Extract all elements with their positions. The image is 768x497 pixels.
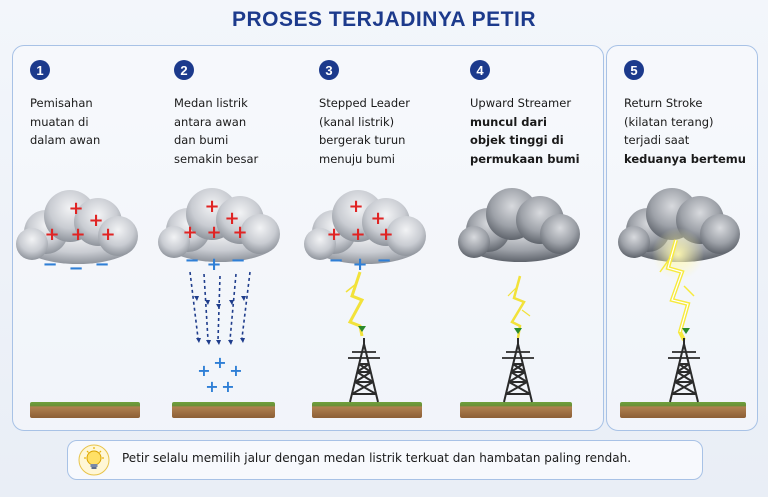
desc-line: Medan listrik	[174, 96, 248, 110]
svg-text:+: +	[352, 254, 367, 275]
svg-text:+: +	[326, 224, 341, 245]
desc-line: semakin besar	[174, 151, 259, 166]
step-description: Return Stroke (kilatan terang) terjadi s…	[624, 94, 756, 168]
svg-text:+: +	[70, 224, 85, 245]
tower-icon	[347, 337, 381, 403]
svg-text:+: +	[44, 224, 59, 245]
svg-text:+: +	[224, 208, 239, 229]
svg-text:+: +	[197, 361, 210, 380]
svg-text:−: −	[184, 250, 199, 271]
svg-text:+: +	[68, 198, 83, 219]
tower-icon	[667, 337, 701, 403]
step-4: 4 Upward Streamer muncul dari objek ting…	[470, 60, 620, 168]
desc-line: Return Stroke	[624, 96, 703, 110]
svg-text:−: −	[42, 254, 57, 275]
svg-text:+: +	[205, 377, 218, 396]
svg-text:+: +	[229, 361, 242, 380]
tower-icon	[501, 337, 535, 403]
step-description: Stepped Leader (kanal listrik) bergerak …	[319, 94, 469, 168]
lightbulb-icon	[78, 444, 110, 476]
svg-text:−: −	[328, 250, 343, 271]
svg-text:+: +	[348, 196, 363, 217]
desc-line: muatan di	[30, 114, 89, 129]
svg-text:+: +	[88, 210, 103, 231]
svg-text:+: +	[100, 224, 115, 245]
step-3: 3 Stepped Leader (kanal listrik) bergera…	[319, 60, 469, 168]
svg-text:+: +	[182, 222, 197, 243]
svg-text:−: −	[230, 250, 245, 271]
step-number-badge: 4	[470, 60, 490, 80]
desc-line: terjadi saat	[624, 133, 690, 147]
svg-text:+: +	[221, 377, 234, 396]
step-number-badge: 5	[624, 60, 644, 80]
desc-line: Pemisahan	[30, 96, 93, 110]
step-5: 5 Return Stroke (kilatan terang) terjadi…	[624, 60, 756, 168]
svg-text:−: −	[68, 258, 83, 279]
step-description: Pemisahan muatan di dalam awan	[30, 94, 180, 150]
step-description: Upward Streamer muncul dari objek tinggi…	[470, 94, 620, 168]
note-box: Petir selalu memilih jalur dengan medan …	[67, 440, 703, 480]
note-text: Petir selalu memilih jalur dengan medan …	[122, 451, 632, 465]
desc-line: bergerak turun	[319, 133, 406, 147]
svg-text:+: +	[204, 196, 219, 217]
desc-line: dalam awan	[30, 133, 101, 147]
step-number-badge: 2	[174, 60, 194, 80]
svg-text:+: +	[213, 353, 226, 372]
ground-icon	[30, 402, 746, 418]
desc-line: Stepped Leader	[319, 96, 410, 110]
svg-text:+: +	[350, 224, 365, 245]
svg-text:+: +	[378, 224, 393, 245]
desc-line: keduanya bertemu	[624, 151, 746, 166]
step-description: Medan listrik antara awan dan bumi semak…	[174, 94, 324, 168]
desc-line: Upward Streamer	[470, 96, 572, 110]
svg-text:+: +	[206, 254, 221, 275]
desc-line: dan bumi	[174, 133, 229, 147]
step-2: 2 Medan listrik antara awan dan bumi sem…	[174, 60, 324, 168]
step-number-badge: 1	[30, 60, 50, 80]
negative-charges: −−−	[42, 254, 109, 279]
desc-line: muncul dari	[470, 114, 547, 129]
svg-text:−: −	[94, 254, 109, 275]
desc-line: menuju bumi	[319, 151, 395, 166]
svg-text:−: −	[376, 250, 391, 271]
desc-line: objek tinggi di	[470, 133, 564, 147]
svg-text:+: +	[370, 208, 385, 229]
svg-text:+: +	[232, 222, 247, 243]
svg-text:+: +	[206, 222, 221, 243]
step-1: 1 Pemisahan muatan di dalam awan	[30, 60, 180, 150]
desc-line: (kilatan terang)	[624, 114, 714, 129]
cloud-icon	[458, 188, 580, 262]
desc-line: (kanal listrik)	[319, 114, 395, 129]
desc-line: antara awan	[174, 114, 247, 129]
desc-line: permukaan bumi	[470, 151, 580, 166]
page-title: PROSES TERJADINYA PETIR	[231, 8, 536, 31]
positive-charges: ++ +++	[44, 198, 115, 245]
step-number-badge: 3	[319, 60, 339, 80]
